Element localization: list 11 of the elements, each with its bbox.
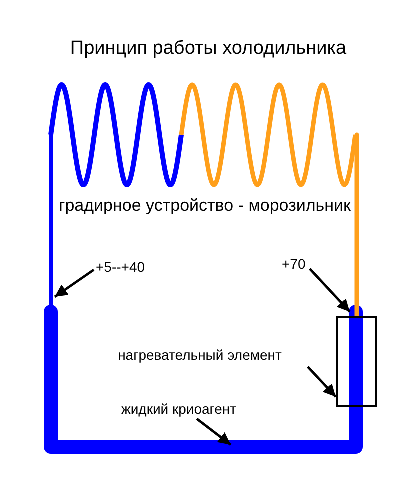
leader-arrow	[54, 268, 95, 298]
leader-arrow	[307, 366, 337, 398]
part-label: нагревательный элемент	[93, 345, 307, 365]
leader-arrow	[196, 418, 232, 446]
temperature-label: +70	[282, 254, 308, 274]
coil-label: градирное устройство - морозильник	[58, 196, 352, 216]
leader-arrow	[309, 268, 351, 313]
temperature-label: +5--+40	[96, 257, 148, 277]
heating-element-box	[336, 316, 377, 407]
part-label: жидкий криоагент	[103, 399, 255, 419]
diagram-title: Принцип работы холодильника	[69, 38, 348, 60]
